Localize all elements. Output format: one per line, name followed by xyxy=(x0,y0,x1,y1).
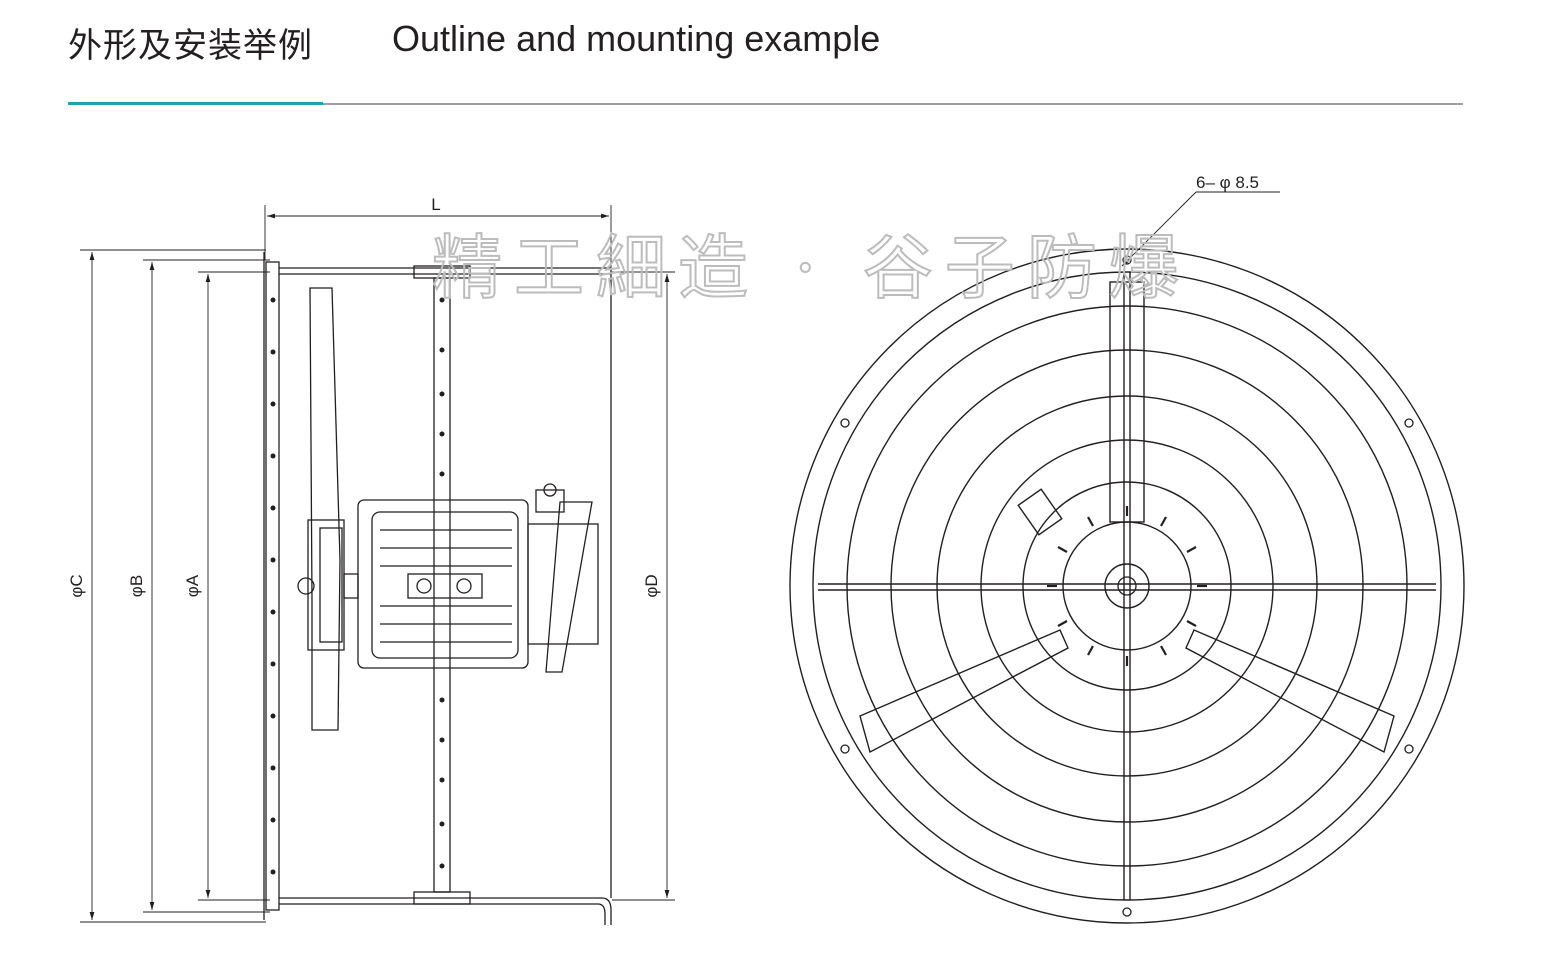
front-view xyxy=(789,248,1465,924)
outer-flange-circle xyxy=(789,248,1465,924)
guard-ring-5 xyxy=(1022,481,1232,691)
label-dia-a: φA xyxy=(183,574,202,597)
motor-ring xyxy=(1062,521,1192,651)
label-dia-c: φC xyxy=(67,574,86,597)
watermark-text: 精工細造 · 谷子防爆 xyxy=(432,227,1191,309)
flange-holes xyxy=(840,255,1414,917)
impeller-blade xyxy=(309,287,341,731)
mounting-arm-right xyxy=(1185,629,1395,754)
guard-ring-4 xyxy=(980,439,1274,733)
label-length: L xyxy=(431,195,440,214)
motor-body xyxy=(357,499,529,669)
label-dia-b: φB xyxy=(127,575,146,597)
front-flange xyxy=(265,261,280,911)
support-bar xyxy=(433,277,451,893)
guard-ring-2 xyxy=(890,349,1364,823)
mounting-arm-left xyxy=(859,629,1069,754)
title-chinese: 外形及安装举例 xyxy=(68,26,313,66)
hole-callout-leader xyxy=(1121,191,1197,267)
motor-fins xyxy=(1047,506,1207,666)
title-accent-rule xyxy=(68,102,323,105)
title-divider-rule xyxy=(323,103,1463,105)
label-holes: 6– φ 8.5 xyxy=(1196,173,1259,192)
side-view xyxy=(80,205,675,925)
hub-circle xyxy=(1104,563,1150,609)
guard-ring-1 xyxy=(846,305,1408,867)
mounting-arm-top xyxy=(1109,281,1145,523)
title-english: Outline and mounting example xyxy=(392,18,881,59)
junction-box xyxy=(545,501,593,673)
side-view-holes xyxy=(270,297,445,875)
guard-ring-3 xyxy=(936,395,1318,777)
label-dia-d: φD xyxy=(642,574,661,597)
